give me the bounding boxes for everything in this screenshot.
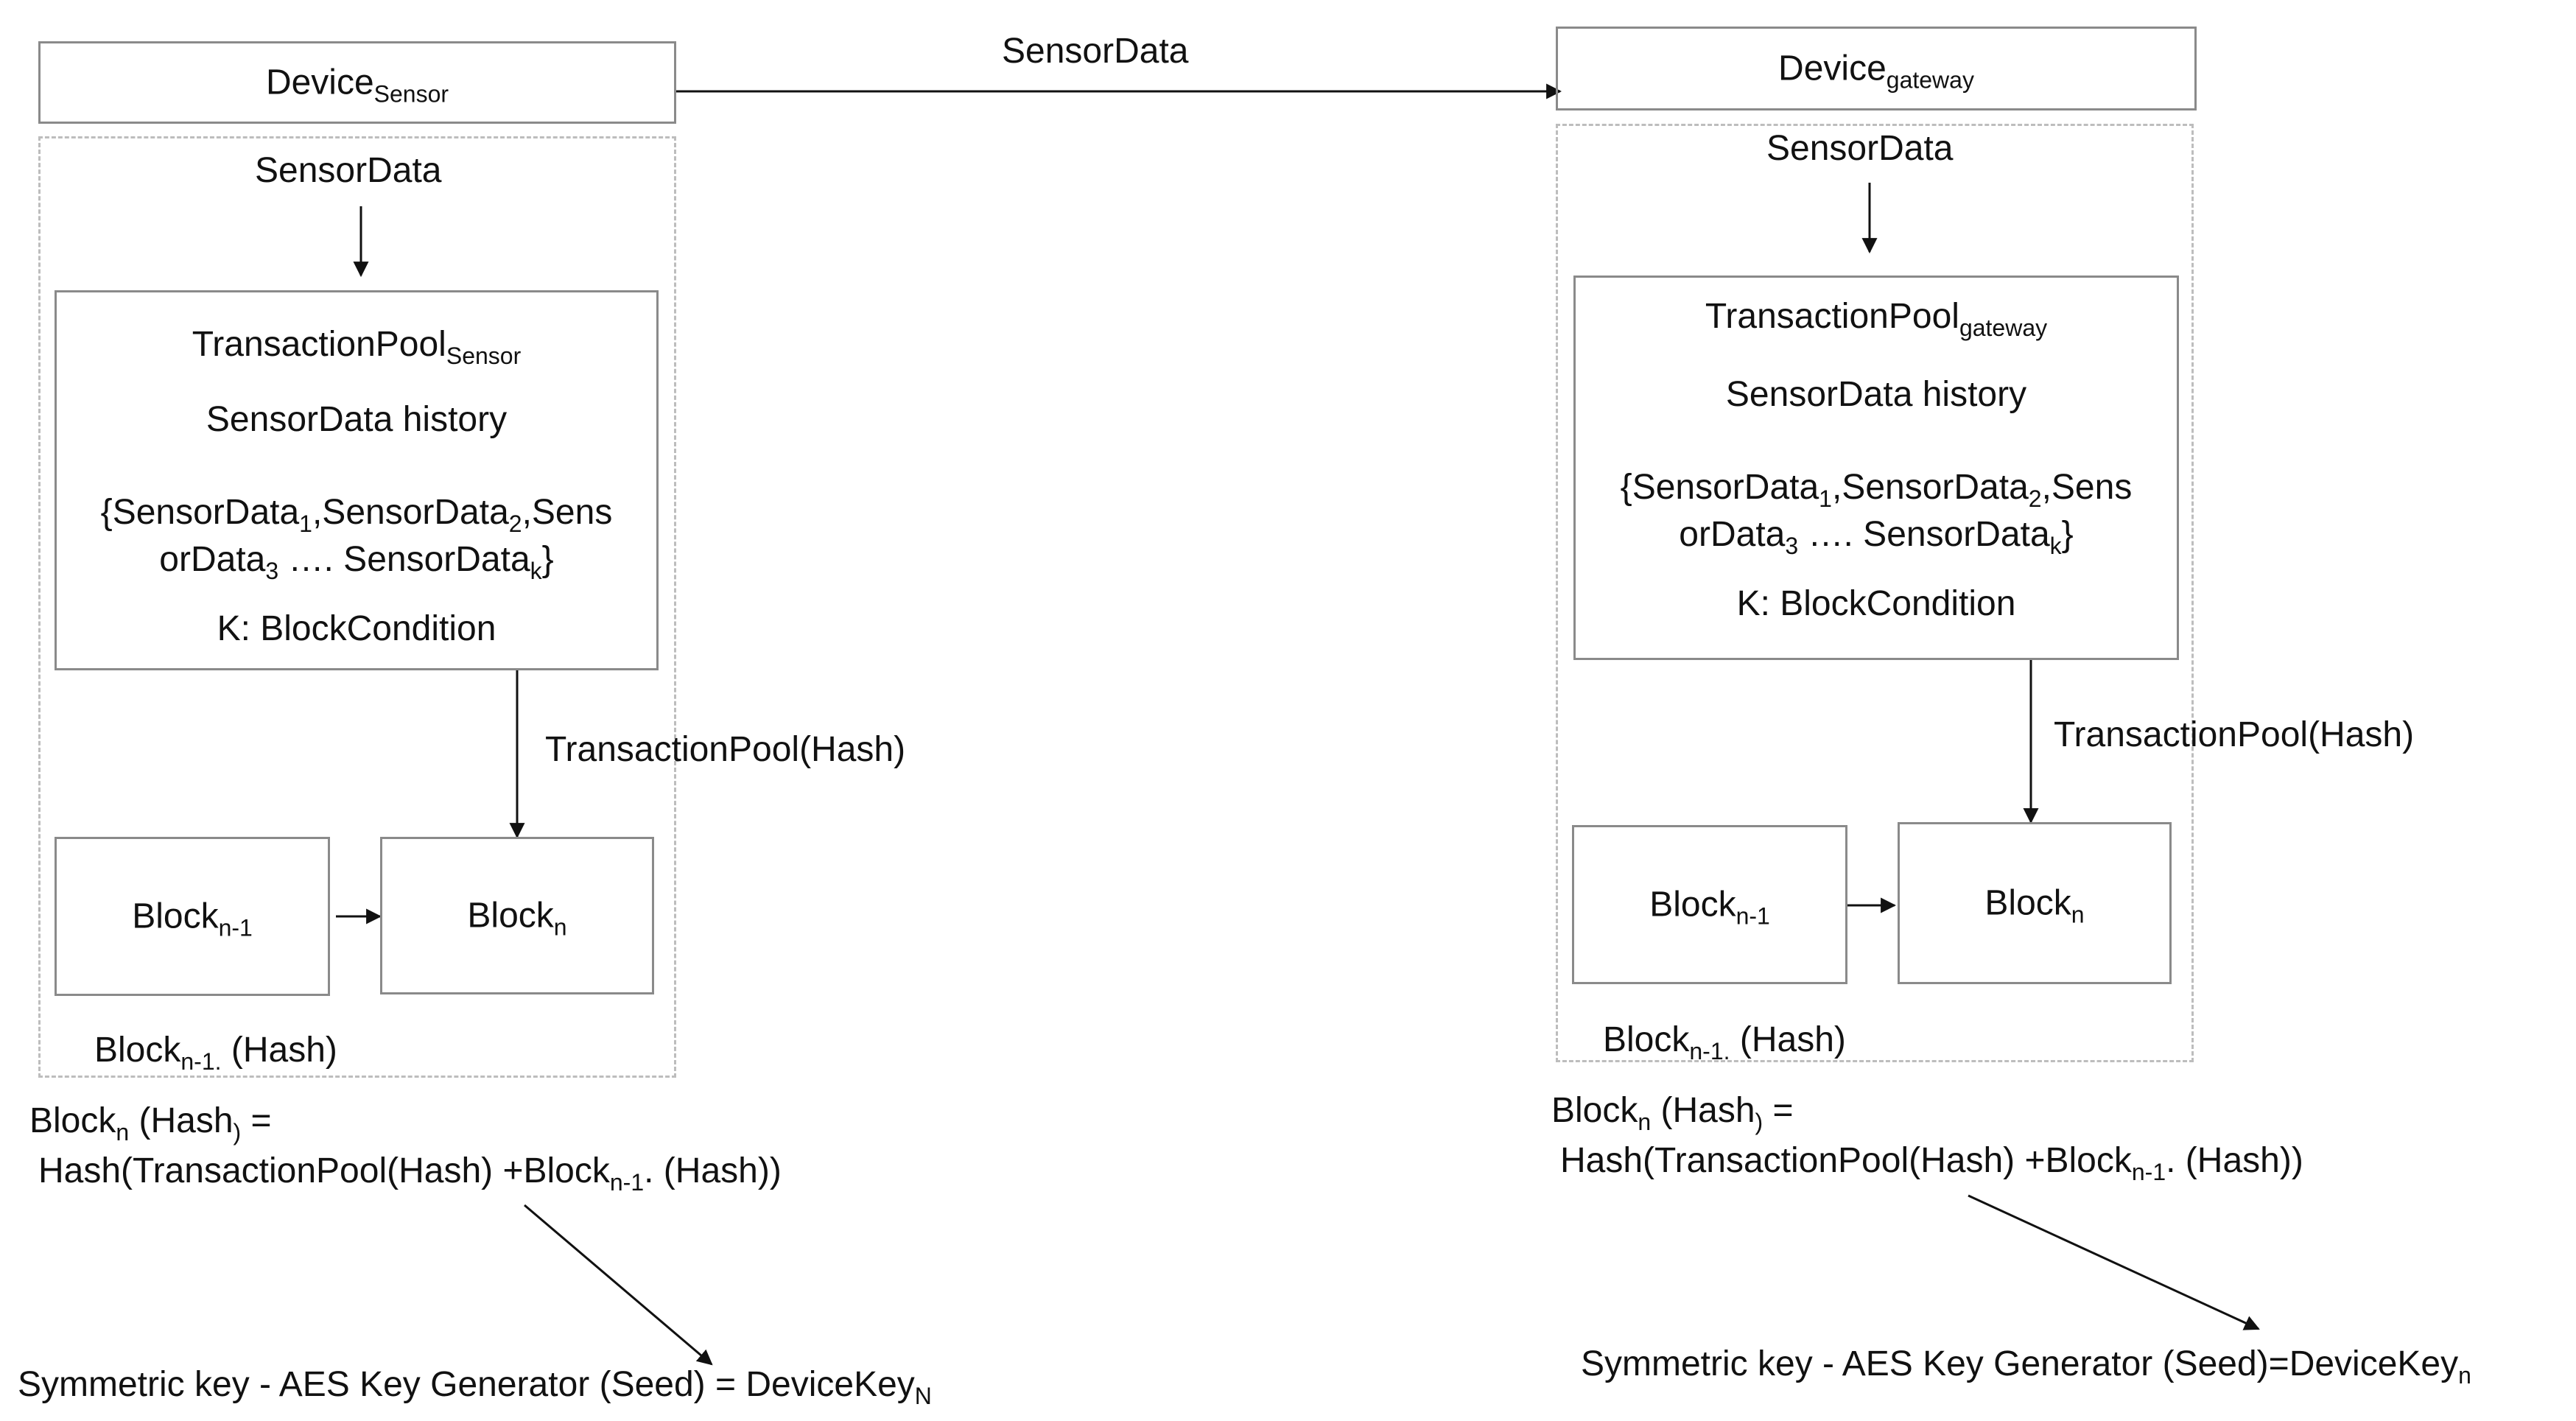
device-sensor-title: DeviceSensor — [265, 63, 449, 108]
gateway-key-arrow — [1968, 1194, 2260, 1330]
sensor-pool-set-line2: orData3 …. SensorDatak} — [159, 540, 554, 585]
gateway-transaction-pool-box: TransactionPoolgateway SensorData histor… — [1573, 276, 2179, 660]
sensor-key-label: Symmetric key - AES Key Generator (Seed)… — [18, 1365, 932, 1410]
sensor-input-label: SensorData — [255, 151, 442, 190]
gateway-block-condition: K: BlockCondition — [1736, 584, 2016, 623]
sensor-formula-line2: Hash(TransactionPool(Hash) +Blockn-1. (H… — [38, 1151, 782, 1196]
sensor-block-prev: Blockn-1 — [55, 837, 330, 996]
gateway-hash-arrow-label: TransactionPool(Hash) — [2054, 715, 2415, 754]
sensor-block-current-label: Blockn — [467, 896, 567, 941]
device-gateway-title: Devicegateway — [1778, 49, 1974, 94]
sensor-prev-hash-label: Blockn-1. (Hash) — [94, 1031, 337, 1076]
device-gateway-box: Devicegateway — [1556, 27, 2197, 110]
top-arrow-label: SensorData — [1002, 32, 1189, 71]
sensor-block-prev-label: Blockn-1 — [132, 897, 253, 941]
sensor-key-arrow — [524, 1204, 713, 1366]
gateway-formula-line2: Hash(TransactionPool(Hash) +Blockn-1. (H… — [1560, 1141, 2303, 1186]
gateway-block-prev: Blockn-1 — [1572, 825, 1847, 984]
gateway-dashed-container — [1556, 124, 2194, 1062]
sensor-pool-title: TransactionPoolSensor — [192, 325, 522, 370]
gateway-formula-line1: Blockn (Hash) = — [1551, 1091, 1794, 1136]
gateway-pool-set-line2: orData3 …. SensorDatak} — [1679, 515, 2074, 560]
gateway-input-label: SensorData — [1766, 129, 1954, 168]
gateway-prev-hash-label: Blockn-1. (Hash) — [1603, 1020, 1846, 1065]
sensor-formula-line1: Blockn (Hash) = — [29, 1101, 272, 1146]
sensor-transaction-pool-box: TransactionPoolSensor SensorData history… — [55, 290, 659, 670]
gateway-block-prev-label: Blockn-1 — [1649, 885, 1770, 930]
sensor-dashed-container — [38, 136, 676, 1078]
device-sensor-box: DeviceSensor — [38, 41, 676, 124]
gateway-pool-title: TransactionPoolgateway — [1705, 297, 2048, 342]
gateway-pool-set-line1: {SensorData1,SensorData2,Sens — [1620, 468, 2133, 513]
sensor-hash-arrow-label: TransactionPool(Hash) — [545, 730, 906, 769]
sensor-block-current: Blockn — [380, 837, 654, 994]
sensor-block-condition: K: BlockCondition — [217, 609, 496, 648]
sensor-pool-history: SensorData history — [206, 400, 508, 439]
gateway-pool-history: SensorData history — [1725, 375, 2027, 414]
sensor-pool-set-line1: {SensorData1,SensorData2,Sens — [100, 493, 613, 538]
gateway-block-current-label: Blockn — [1984, 883, 2085, 928]
gateway-key-label: Symmetric key - AES Key Generator (Seed)… — [1581, 1344, 2471, 1389]
gateway-block-current: Blockn — [1898, 822, 2172, 984]
